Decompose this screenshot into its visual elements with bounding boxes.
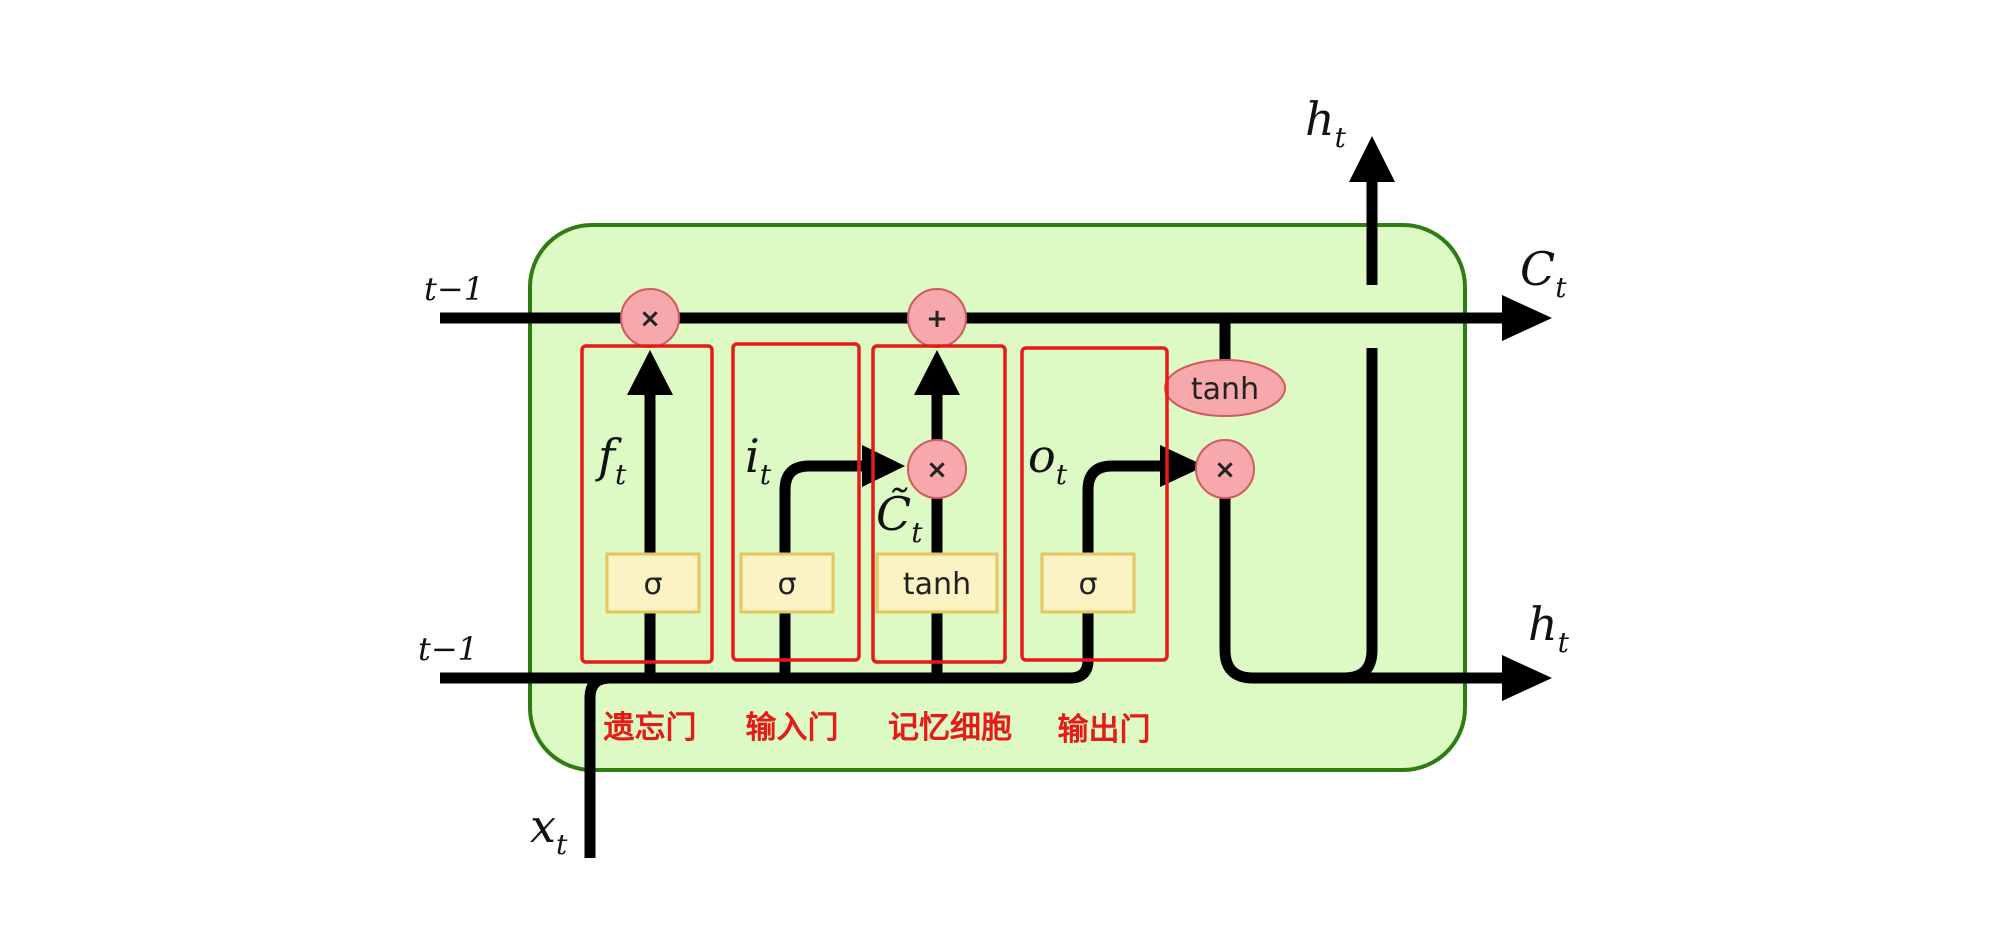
output-multiply-symbol: ×	[1214, 455, 1236, 485]
forget-gate-annotation: 遗忘门	[604, 710, 697, 746]
f-sub: t	[615, 458, 627, 491]
candidate-symbol: C̃t	[876, 487, 923, 549]
forget-sigmoid-box: σ	[605, 552, 701, 614]
c-output-label: Ct	[1520, 242, 1567, 304]
o-main: o	[1028, 429, 1056, 483]
cell-add-op: +	[907, 288, 967, 348]
input-x-line	[584, 672, 611, 858]
hidden-prev-sub: t−1	[418, 630, 478, 668]
x-sub: t	[556, 828, 568, 861]
memory-cell-annotation: 记忆细胞	[888, 710, 1012, 746]
input-multiply-symbol: ×	[926, 455, 948, 485]
o-sub: t	[1056, 458, 1068, 491]
output-gate-path	[1082, 445, 1205, 498]
hidden-output-path	[1219, 136, 1552, 701]
forget-multiply-op: ×	[620, 288, 680, 348]
h-right-main: h	[1528, 597, 1558, 651]
h-top-output-label: ht	[1305, 92, 1347, 154]
h-right-output-label: ht	[1528, 597, 1570, 659]
cell-state-line	[440, 295, 1552, 341]
input-gate-annotation: 输入门	[746, 710, 839, 746]
hidden-prev-label: t−1	[418, 630, 478, 668]
h-right-sub: t	[1558, 626, 1570, 659]
c-sub: t	[1555, 271, 1567, 304]
h-top-main: h	[1305, 92, 1335, 146]
cell-tanh-op: tanh	[1164, 359, 1286, 417]
output-sigmoid-label: σ	[1078, 567, 1097, 602]
input-multiply-op: ×	[907, 439, 967, 499]
output-sigmoid-box: σ	[1040, 552, 1136, 614]
input-sigmoid-box: σ	[739, 552, 835, 614]
cell-tanh-label: tanh	[1191, 372, 1259, 407]
candidate-tanh-label: tanh	[903, 567, 971, 602]
input-sigmoid-label: σ	[777, 567, 796, 602]
ctilde-sub: t	[911, 516, 923, 549]
h-top-sub: t	[1335, 121, 1347, 154]
x-main: x	[530, 799, 556, 853]
i-sub: t	[760, 458, 772, 491]
output-gate-symbol: ot	[1028, 429, 1068, 491]
output-gate-highlight	[1020, 346, 1169, 662]
memory-cell-highlight	[871, 344, 1007, 664]
cell-prev-sub: t−1	[424, 270, 484, 308]
input-gate-symbol: it	[745, 429, 772, 491]
output-multiply-op: ×	[1195, 439, 1255, 499]
forget-multiply-symbol: ×	[639, 304, 661, 334]
x-input-label: xt	[530, 799, 568, 861]
c-main: C	[1520, 242, 1555, 296]
forget-sigmoid-label: σ	[643, 567, 662, 602]
cell-prev-label: t−1	[424, 270, 484, 308]
output-gate-annotation: 输出门	[1058, 712, 1151, 748]
input-gate-highlight	[731, 342, 861, 662]
candidate-tanh-box: tanh	[875, 552, 999, 614]
i-main: i	[745, 429, 760, 483]
forget-gate-path	[627, 350, 673, 678]
forget-gate-highlight	[580, 344, 714, 664]
ctilde-main: C̃	[876, 487, 911, 541]
cell-add-symbol: +	[926, 304, 948, 334]
